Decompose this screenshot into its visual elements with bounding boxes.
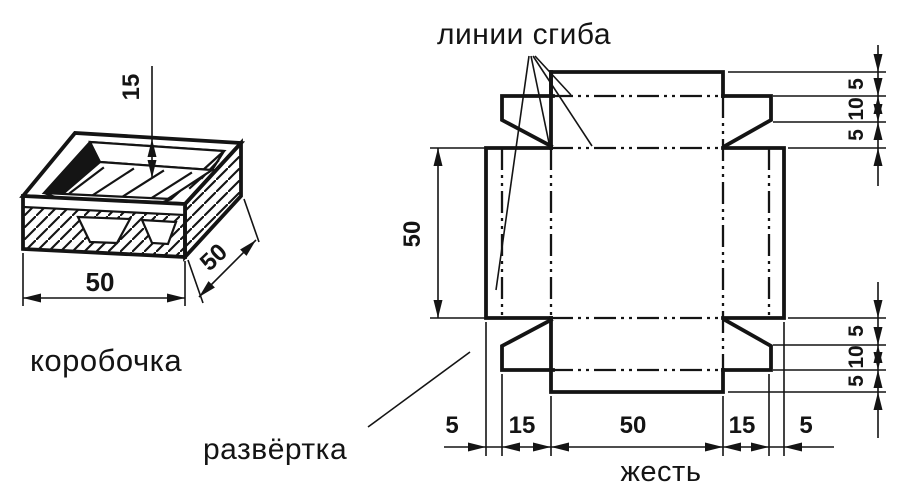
arrowhead — [433, 300, 443, 318]
dev-top-right-dimensions: 5 10 5 — [728, 45, 886, 186]
hatch-stroke — [91, 167, 135, 197]
box-width-dim-label: 50 — [86, 267, 115, 297]
box-caption: коробочка — [30, 343, 182, 378]
arrowhead — [723, 442, 741, 452]
box-front-face — [21, 194, 187, 259]
corner-tab-bottom-left — [500, 317, 555, 372]
leader-line — [534, 55, 572, 96]
fold-lines-leaders — [495, 55, 593, 291]
arrowhead — [147, 139, 157, 157]
dim-label: 5 — [845, 129, 868, 141]
arrowhead — [199, 281, 215, 297]
box-front-tab-cutout — [76, 215, 132, 245]
fold-lines — [500, 94, 771, 372]
box-front-tab-cutout — [140, 218, 178, 246]
dim-label: 5 — [845, 78, 868, 90]
box-width-dimension: 50 — [22, 253, 186, 306]
arrowhead — [533, 442, 551, 452]
dim-label: 10 — [845, 345, 868, 368]
development-outline — [484, 70, 786, 394]
box-front-rim-strip — [23, 196, 185, 215]
arrowhead — [502, 442, 520, 452]
box-rim-fold-edge — [21, 205, 187, 217]
box-depth-dim-label: 50 — [195, 239, 233, 277]
leader-line — [367, 351, 471, 428]
hatch-stroke — [68, 166, 105, 195]
box-height-dimension: 15 — [118, 66, 157, 178]
arrowhead — [873, 392, 883, 410]
corner-tab-top-left — [500, 94, 555, 149]
dim-label: 5 — [845, 325, 868, 337]
arrowhead — [873, 352, 883, 370]
arrowhead — [873, 54, 883, 72]
dim-label: 10 — [845, 97, 868, 120]
material-caption: жесть — [621, 456, 702, 488]
fold-lines-label: линии сгиба — [437, 18, 611, 51]
extension-line — [187, 259, 204, 304]
box-right-face-hatch — [185, 143, 241, 257]
arrowhead — [551, 442, 569, 452]
dim-label: 5 — [845, 375, 868, 387]
dim-label: 15 — [509, 412, 536, 439]
arrowhead — [167, 293, 185, 303]
corner-tab-top-right — [721, 94, 773, 149]
arrowhead — [873, 327, 883, 345]
top-wall-edge — [549, 70, 725, 98]
arrowhead — [468, 442, 486, 452]
dim-label: 5 — [445, 412, 458, 439]
box-height-dim-label: 15 — [118, 74, 145, 101]
dev-height-dimension: 50 — [399, 147, 492, 319]
corner-tab-bottom-right — [721, 317, 773, 372]
dim-label: 5 — [799, 412, 812, 439]
arrowhead — [873, 148, 883, 166]
extension-line — [243, 198, 260, 243]
development-caption: развёртка — [203, 433, 347, 466]
arrowhead — [784, 442, 802, 452]
arrowhead — [240, 240, 256, 256]
arrowhead — [705, 442, 723, 452]
arrowhead — [873, 370, 883, 388]
development-drawing: линии сгиба 50 5 — [203, 18, 886, 488]
dev-bottom-dimensions: 5 15 50 15 5 — [444, 322, 834, 456]
leader-line — [495, 55, 530, 291]
dev-bottom-right-dimensions: 5 10 5 — [728, 282, 886, 438]
leader-line — [530, 55, 550, 144]
hatch-stroke — [148, 171, 193, 201]
arrowhead — [147, 160, 157, 178]
arrowhead — [23, 293, 41, 303]
right-wall-edge — [721, 146, 786, 320]
dev-height-dim-label: 50 — [399, 221, 426, 248]
arrowhead — [873, 78, 883, 96]
arrowhead — [873, 104, 883, 122]
arrowhead — [433, 148, 443, 166]
leader-line — [532, 55, 593, 147]
dim-label: 15 — [729, 412, 756, 439]
arrowhead — [873, 122, 883, 140]
hatch-stroke — [120, 169, 165, 199]
arrowhead — [751, 442, 769, 452]
bottom-wall-edge — [549, 316, 725, 394]
left-wall-edge — [484, 146, 553, 320]
box-pictorial: 15 50 50 коробочка — [19, 66, 260, 378]
dim-label: 50 — [620, 412, 647, 439]
arrowhead — [873, 300, 883, 318]
box-inner-left-wall — [44, 142, 100, 198]
